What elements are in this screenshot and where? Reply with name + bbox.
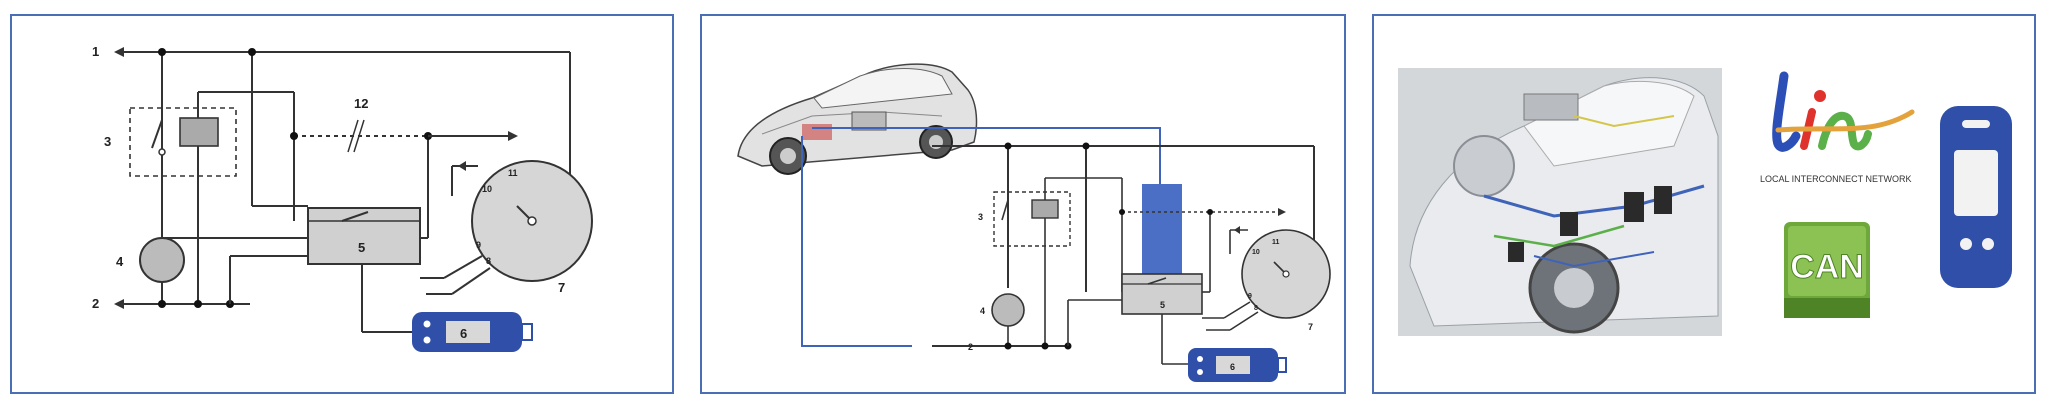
lin-logo: LOCAL INTERCONNECT NETWORK — [1760, 71, 1915, 184]
label-10: 10 — [482, 184, 492, 194]
component-4 — [991, 293, 1025, 327]
label-11: 11 — [508, 168, 518, 178]
label-3: 3 — [104, 134, 111, 149]
label-8: 8 — [1254, 305, 1258, 312]
label-6: 6 — [460, 326, 467, 341]
network-panel: LOCAL INTERCONNECT NETWORK CAN — [1372, 14, 2036, 394]
relay-block-3 — [993, 191, 1071, 247]
label-6: 6 — [1230, 362, 1235, 372]
lin-logo-caption: LOCAL INTERCONNECT NETWORK — [1760, 174, 1912, 184]
switch-module-5 — [1121, 273, 1203, 315]
can-logo-text: CAN — [1790, 248, 1864, 286]
label-4: 4 — [116, 254, 124, 269]
label-3: 3 — [978, 212, 983, 222]
label-4: 4 — [980, 306, 985, 316]
car-cutaway-illustration — [737, 63, 978, 175]
label-11: 11 — [1272, 239, 1280, 246]
label-7: 7 — [558, 280, 565, 295]
label-2: 2 — [92, 296, 99, 311]
relay-block-3 — [129, 107, 237, 177]
car-network-render — [1398, 68, 1722, 336]
network-illustration: LOCAL INTERCONNECT NETWORK CAN — [1398, 68, 2012, 336]
label-9: 9 — [476, 240, 481, 250]
arrow-icon — [508, 131, 518, 141]
label-9: 9 — [1248, 293, 1252, 300]
wiring-schematic: 1 2 3 4 5 6 7 8 9 10 11 12 — [92, 44, 593, 352]
arrow-icon — [114, 299, 124, 309]
label-2: 2 — [968, 342, 973, 352]
label-7: 7 — [1308, 322, 1313, 332]
can-logo: CAN — [1784, 222, 1870, 318]
label-5: 5 — [358, 240, 365, 255]
remote-key-icon — [1940, 106, 2012, 288]
car-wiring-schematic: 2 3 4 5 6 7 8 9 10 11 — [737, 63, 1331, 382]
car-schematic-panel: 2 3 4 5 6 7 8 9 10 11 — [700, 14, 1346, 394]
label-12: 12 — [354, 96, 368, 111]
schematic-panel: 1 2 3 4 5 6 7 8 9 10 11 12 — [10, 14, 674, 394]
label-1: 1 — [92, 44, 99, 59]
component-4 — [139, 237, 185, 283]
label-8: 8 — [486, 256, 491, 266]
switch-module-5 — [307, 207, 421, 265]
label-10: 10 — [1252, 249, 1260, 256]
blue-column — [1142, 184, 1182, 274]
label-5: 5 — [1160, 300, 1165, 310]
arrow-icon — [114, 47, 124, 57]
